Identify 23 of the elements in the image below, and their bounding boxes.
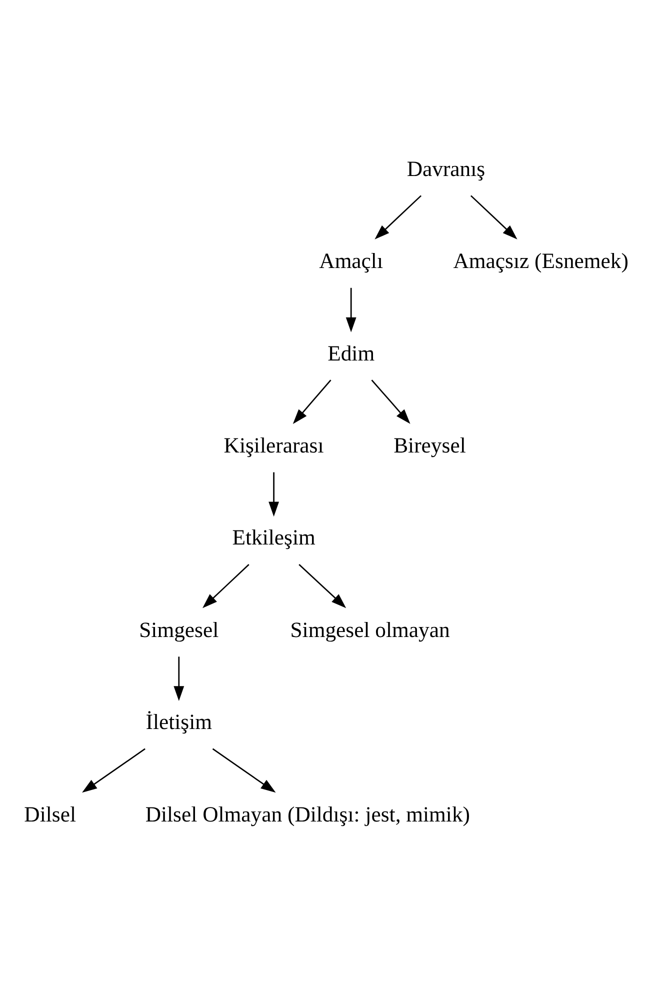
arrow (371, 380, 410, 424)
node-text: İletişim (146, 710, 212, 734)
arrow (298, 564, 346, 608)
node-text: Edim (328, 341, 375, 366)
arrow (174, 656, 184, 702)
node-text: Dilsel (24, 802, 76, 826)
node-text: Dilsel Olmayan (Dildışı: jest, mimik) (145, 802, 470, 826)
arrow (470, 195, 518, 240)
arrow (292, 380, 332, 424)
node-text: Davranış (406, 156, 486, 181)
arrow (268, 472, 280, 517)
node-text: Etkileşim (232, 526, 316, 550)
arrow (202, 564, 250, 608)
node-text: Simgesel olmayan (290, 618, 450, 642)
arrow (346, 288, 356, 332)
node-text: Amaçlı (319, 249, 384, 274)
arrow (212, 748, 276, 793)
node-text: Kişilerarası (224, 434, 324, 458)
node-text: Amaçsız (Esnemek) (453, 249, 629, 274)
node-text: Bireysel (394, 434, 466, 458)
node-text: Simgesel (139, 618, 219, 642)
arrow (82, 748, 146, 793)
arrow (374, 195, 422, 240)
